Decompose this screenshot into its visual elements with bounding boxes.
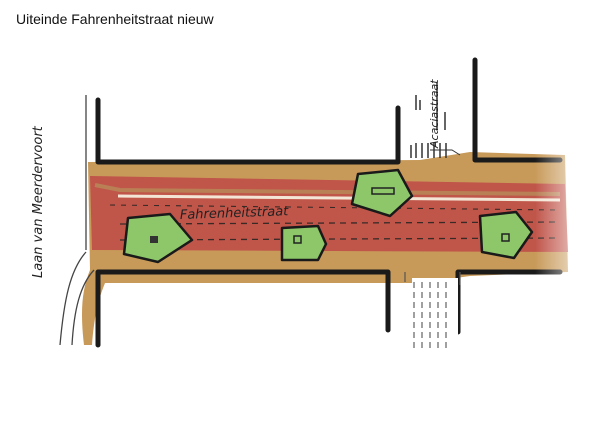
planter-bench-icon	[293, 235, 302, 244]
building-line-top-left	[95, 97, 401, 165]
building-line-top-right	[472, 57, 563, 163]
planter-2	[280, 224, 328, 262]
edge-line	[59, 251, 87, 346]
cross-street-label: Acaciastraat	[428, 79, 441, 149]
planter-bench-icon	[501, 233, 510, 242]
side-street-label: Laan van Meerdervoort	[31, 125, 46, 278]
dashed-marking	[109, 204, 561, 211]
main-street-label: Fahrenheitstraat	[180, 204, 290, 223]
planter-bench-icon	[371, 187, 395, 195]
planter-1	[122, 212, 194, 264]
cross-street-bottom	[404, 272, 461, 354]
planter-4	[478, 210, 534, 260]
page-title: Uiteinde Fahrenheitstraat nieuw	[16, 11, 214, 27]
planter-3	[350, 168, 414, 218]
lane-line	[94, 183, 561, 196]
cross-street-top	[410, 82, 461, 158]
building-line-bottom-left	[95, 269, 391, 348]
roadway	[90, 176, 568, 252]
lane-line	[117, 194, 561, 202]
map-edge-fade	[535, 140, 600, 290]
edge-line	[71, 269, 95, 346]
planter-bench-icon	[150, 236, 158, 243]
